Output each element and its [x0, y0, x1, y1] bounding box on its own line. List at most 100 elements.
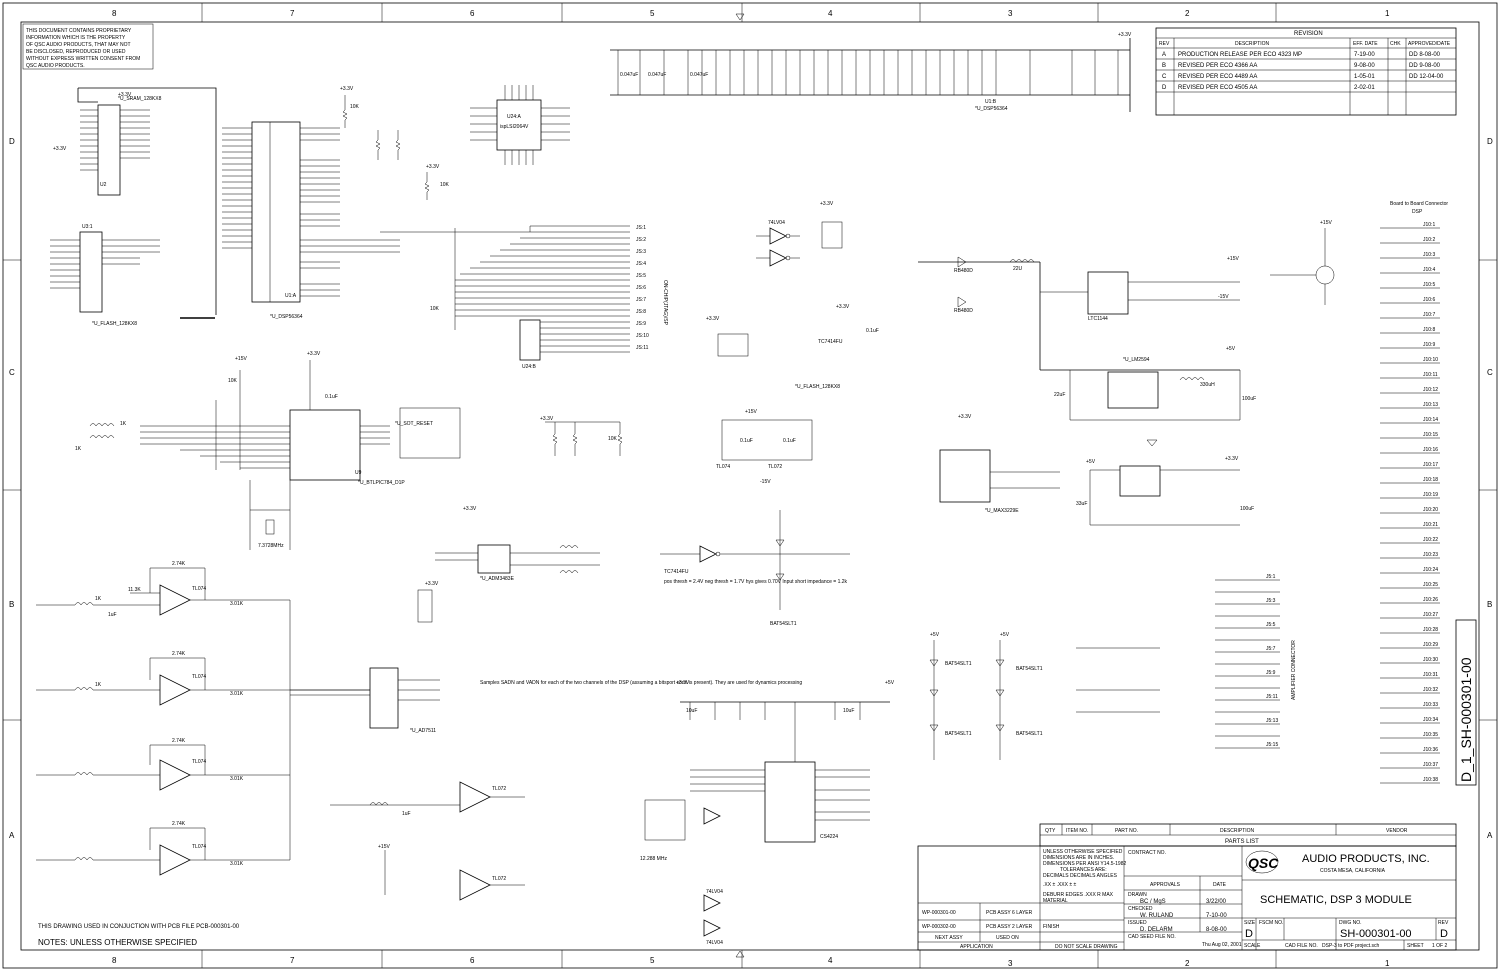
- codec-part: *U_BTLPIC784_D1P: [358, 480, 405, 486]
- cap-value: 0.1uF: [740, 438, 753, 444]
- rev-letter: B: [1162, 63, 1166, 69]
- cs4224-chip: [764, 761, 816, 843]
- logic-b-chip: [519, 319, 541, 361]
- resistor-value: 2.74K: [172, 821, 186, 827]
- jack-pin: J10:36: [1423, 747, 1438, 753]
- jack-pin: J10:13: [1423, 402, 1438, 408]
- rev-desc: REVISED PER ECO 4489 AA: [1178, 74, 1257, 80]
- flash-part: *U_FLASH_128KX8: [92, 321, 137, 327]
- inductor: [559, 570, 579, 574]
- application-label: APPLICATION: [960, 944, 993, 950]
- parts-header: ITEM NO.: [1066, 828, 1088, 834]
- opamp: [459, 781, 491, 813]
- rev-approved: DD 12-04-00: [1409, 74, 1444, 80]
- tolerance-line: TOLERANCES ARE:: [1060, 867, 1107, 873]
- jack-pin: J10:10: [1423, 357, 1438, 363]
- threshold-note: pos thresh = 2.4V neg thresh = 1.7V hys …: [664, 579, 848, 585]
- resistor-value: 2.74K: [172, 738, 186, 744]
- supply-label: +5V: [885, 680, 895, 686]
- dsp-pin: JS:9: [636, 321, 646, 327]
- rev-date: 9-08-00: [1354, 63, 1375, 69]
- crystal: [265, 519, 275, 535]
- dsp-b-decoupling: +3.3V U1:B *U_DSP56364 0.047uF 0.047uF 0…: [610, 32, 1132, 112]
- rev-desc: REVISED PER ECO 4505 AA: [1178, 85, 1257, 91]
- dsp-pin: JS:4: [636, 261, 646, 267]
- diode-part: BAT54SLT1: [945, 661, 972, 667]
- jack-pin: J10:7: [1423, 312, 1435, 318]
- col-label-bottom: 2: [1185, 959, 1190, 968]
- regulator-chip: [1119, 465, 1161, 497]
- logic-b-ref: U24:B: [522, 364, 537, 370]
- rev-desc: PRODUCTION RELEASE PER ECO 4323 MP: [1178, 52, 1302, 58]
- resistor-value: 10K: [440, 182, 450, 188]
- parts-header: VENDOR: [1386, 828, 1408, 834]
- adc-section: *U_AD7511 +3.3V Samples SADN and VADN fo…: [369, 506, 802, 734]
- supply-label: +3.3V: [836, 304, 850, 310]
- tolerance-line: DIMENSIONS ARE IN INCHES.: [1043, 855, 1114, 861]
- power-supply: 22U RB480D RB480D LTC1144 +5V -15V +15V …: [918, 220, 1335, 526]
- divider-resistors: +3.3V 10K: [540, 416, 623, 456]
- cap-value: 0.047uF: [620, 72, 638, 78]
- memory-dsp-section: U2 *U_SRAM_128KX8 +3.3V +3.3V U3:1 *U_FL…: [50, 85, 570, 327]
- rev-letter: D: [1162, 85, 1167, 91]
- opamp: [159, 844, 191, 876]
- inverter-part: 74LV04: [706, 940, 723, 946]
- do-not-scale: DO NOT SCALE DRAWING: [1055, 944, 1118, 950]
- proprietary-notice: THIS DOCUMENT CONTAINS PROPRIETARY INFOR…: [22, 23, 154, 70]
- supply-label: +3.3V: [118, 92, 132, 98]
- col-label-top: 3: [1008, 9, 1013, 18]
- notice-line: OF QSC AUDIO PRODUCTS, THAT MAY NOT: [26, 42, 131, 48]
- sram-ref: U2: [100, 182, 107, 188]
- opamp-part: TL074: [192, 586, 206, 592]
- codec-section: U9 *U_BTLPIC784_D1P *U_SOT_RESET 7.3728M…: [75, 351, 461, 550]
- row-label-right: A: [1487, 831, 1493, 840]
- row-label-left: D: [9, 137, 15, 146]
- jack-pin: J10:17: [1423, 462, 1438, 468]
- diode-part: BAT54SLT1: [770, 621, 797, 627]
- plot-date: Thu Aug 02, 2001: [1202, 942, 1242, 948]
- inductor: [1009, 259, 1035, 263]
- assy-number: WP-000301-00: [922, 910, 956, 916]
- checked-date: 7-10-00: [1206, 913, 1227, 919]
- fscm-label: FSCM NO.: [1259, 920, 1283, 926]
- checked-label: CHECKED: [1128, 906, 1153, 912]
- sheet-number: 1 OF 2: [1432, 943, 1448, 949]
- cap-value: 10uF: [843, 708, 854, 714]
- tolerance-line: .XX ± .XXX ± ±: [1043, 882, 1076, 888]
- dsp-pin: JS:8: [636, 309, 646, 315]
- inductor: [74, 687, 94, 691]
- drawing-title: SCHEMATIC, DSP 3 MODULE: [1260, 894, 1412, 906]
- codec-chip: [289, 409, 361, 481]
- side-label: D_1_SH-000301-00: [1458, 657, 1474, 782]
- dsp-a-part: *U_DSP56364: [270, 314, 303, 320]
- row-label-left: C: [9, 368, 15, 377]
- cs4224-part: CS4224: [820, 834, 838, 840]
- supply-label: +5V: [1086, 459, 1096, 465]
- logic-ref: U24:A: [507, 114, 522, 120]
- transistor: [1315, 265, 1335, 285]
- scale-label: SCALE: [1244, 943, 1261, 949]
- jack-pin: J10:9: [1423, 342, 1435, 348]
- jack-pin: J10:16: [1423, 447, 1438, 453]
- rev-header: DESCRIPTION: [1235, 41, 1270, 47]
- pcb-file-note: THIS DRAWING USED IN CONJUCTION WITH PCB…: [38, 924, 240, 930]
- amp-pin: J5:15: [1266, 742, 1278, 748]
- opamp-part: TL074: [192, 759, 206, 765]
- supply-label: +3.3V: [340, 86, 354, 92]
- resistor-value: 3.01K: [230, 601, 244, 607]
- crystal-freq: 7.3728MHz: [258, 543, 284, 549]
- dsp-b-ref: U1:B: [985, 99, 997, 105]
- jack-pin: J10:5: [1423, 282, 1435, 288]
- parts-list: QTY ITEM NO. PART NO. DESCRIPTION VENDOR…: [1039, 823, 1457, 847]
- col-label-bottom: 8: [112, 956, 117, 965]
- inverter: [703, 919, 721, 937]
- diode-part: BAT54SLT1: [1016, 666, 1043, 672]
- row-label-right: B: [1487, 600, 1492, 609]
- tolerance-line: UNLESS OTHERWISE SPECIFIED: [1043, 849, 1123, 855]
- opamp-part: TL074: [192, 844, 206, 850]
- drawn-by: BC / MgS: [1140, 899, 1166, 905]
- jack-pin: J10:2: [1423, 237, 1435, 243]
- opamp: [159, 584, 191, 616]
- opamp: [459, 869, 491, 901]
- sram-part: *U_SRAM_128KX8: [118, 96, 162, 102]
